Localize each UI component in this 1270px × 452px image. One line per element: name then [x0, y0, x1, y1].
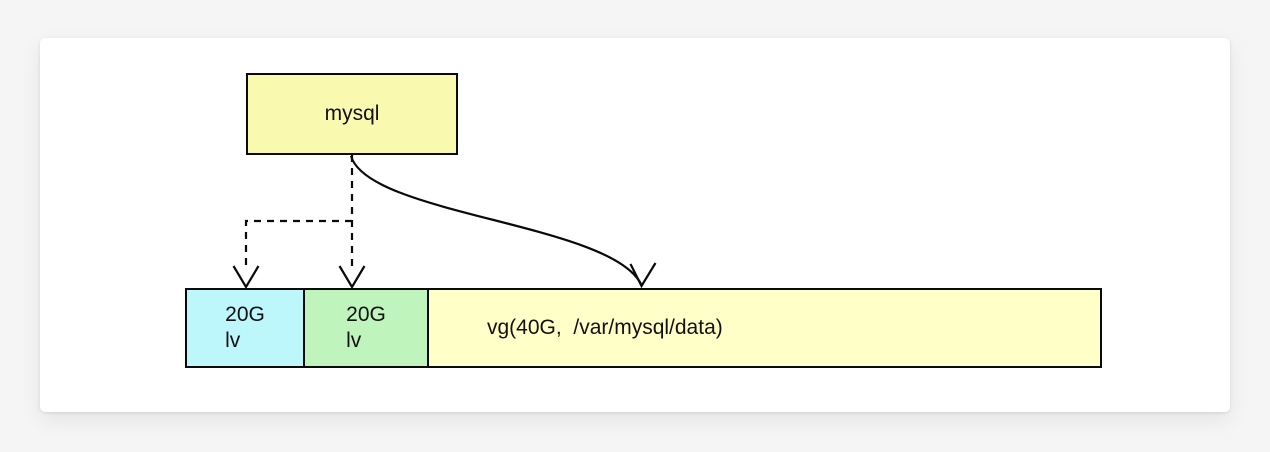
- lv1-kind-label: lv: [225, 329, 241, 352]
- lv1-node-label: 20G lv: [225, 302, 265, 354]
- lv2-node-label: 20G lv: [346, 302, 386, 354]
- arrowhead-lv2-icon: [338, 265, 366, 290]
- vg-node: vg(40G, /var/mysql/data): [427, 288, 1102, 368]
- arrowhead-vg-icon: [629, 262, 657, 289]
- edge-mysql-to-vg: [349, 155, 642, 285]
- lv2-kind-label: lv: [346, 329, 362, 352]
- diagram-canvas: mysql 20G lv 20G lv vg(40G, /var/mysql/dat…: [40, 38, 1230, 412]
- arrowhead-lv1-icon: [232, 265, 260, 290]
- lv1-size-label: 20G: [225, 303, 265, 326]
- lv1-node: 20G lv: [185, 288, 305, 368]
- lv2-size-label: 20G: [346, 303, 386, 326]
- vg-node-label: vg(40G, /var/mysql/data): [487, 316, 723, 339]
- edge-mysql-to-lv1: [244, 219, 352, 268]
- mysql-node-label: mysql: [324, 102, 380, 125]
- lv2-node: 20G lv: [303, 288, 429, 368]
- mysql-node: mysql: [246, 73, 458, 155]
